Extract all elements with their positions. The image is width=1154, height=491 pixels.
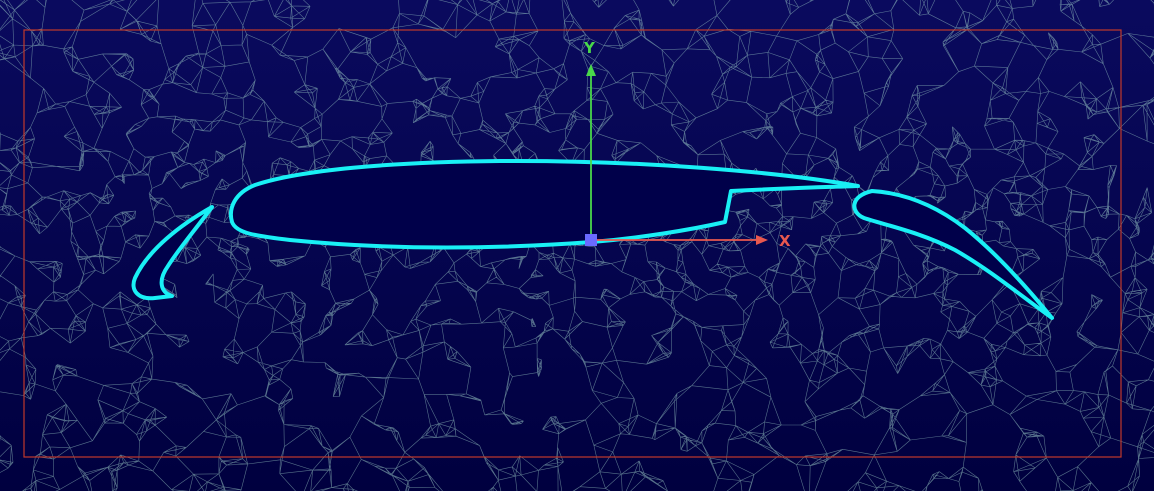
x-axis-label: X (779, 232, 791, 250)
slat-element[interactable] (131, 205, 214, 301)
y-axis-label: Y (583, 39, 596, 57)
x-axis-arrowhead (756, 235, 768, 245)
main-element[interactable] (229, 158, 860, 250)
flap-element[interactable] (852, 189, 1054, 320)
triad-origin-marker (585, 234, 597, 246)
axis-triad: Y X (583, 39, 791, 250)
domain-boundary-box (23, 29, 1122, 458)
y-axis-arrowhead (586, 64, 596, 76)
